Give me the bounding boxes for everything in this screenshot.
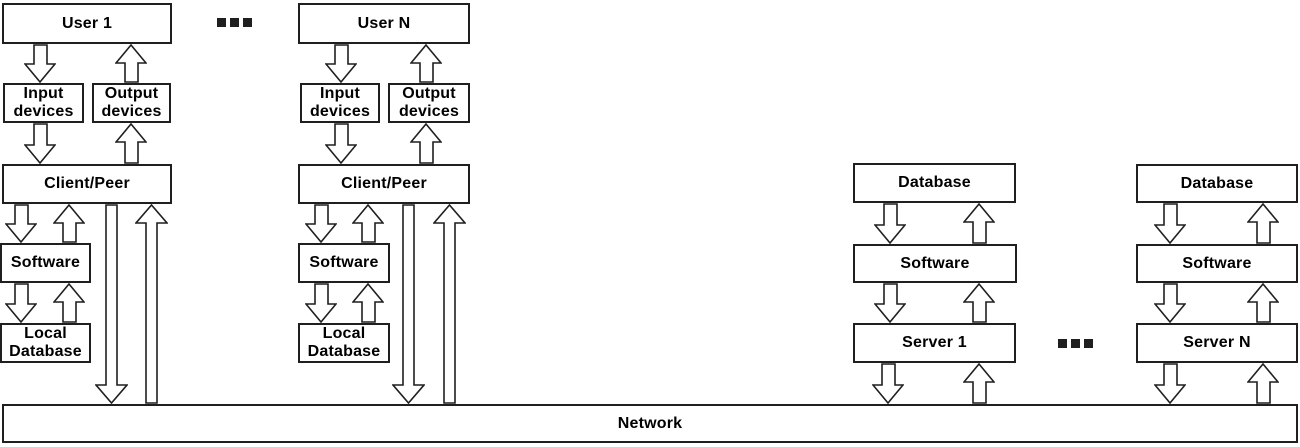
arrow-client-to-network-icon [95, 204, 128, 404]
arrow-user-to-input-icon [325, 44, 357, 83]
arrow-client-to-output-icon [410, 123, 442, 164]
arrow-network-to-client-icon [433, 204, 466, 404]
software-box: Software [0, 243, 91, 283]
arrow-server-to-network-icon [1154, 363, 1186, 404]
arrow-output-to-user-icon [410, 44, 442, 83]
user-box: User 1 [2, 3, 172, 44]
arrow-client-to-software-icon [5, 204, 37, 243]
arrow-user-to-input-icon [24, 44, 56, 83]
arrow-client-to-output-icon [115, 123, 147, 164]
arrow-network-to-server-icon [963, 363, 995, 404]
arrow-client-to-software-icon [305, 204, 337, 243]
arrow-software-to-localdb-icon [305, 283, 337, 323]
arrow-server-to-software-icon [1247, 283, 1279, 323]
arrow-database-to-software-icon [874, 203, 906, 244]
arrow-localdb-to-software-icon [53, 283, 85, 323]
input-devices-box: Input devices [300, 83, 380, 123]
arrow-network-to-server-icon [1247, 363, 1279, 404]
arrow-server-to-network-icon [872, 363, 904, 404]
local-database-box: Local Database [298, 323, 390, 363]
arrow-software-to-localdb-icon [5, 283, 37, 323]
software-box: Software [853, 244, 1017, 283]
input-devices-box: Input devices [3, 83, 84, 123]
network-box: Network [2, 404, 1298, 443]
server-box: Server 1 [853, 323, 1016, 363]
ellipsis-icon [1058, 339, 1093, 348]
arrow-input-to-client-icon [325, 123, 357, 164]
output-devices-box: Output devices [92, 83, 171, 123]
software-box: Software [1136, 244, 1298, 283]
arrow-input-to-client-icon [24, 123, 56, 164]
arrow-localdb-to-software-icon [352, 283, 384, 323]
database-box: Database [1136, 164, 1298, 203]
arrow-software-to-client-icon [352, 204, 384, 243]
database-box: Database [853, 163, 1016, 203]
arrow-software-to-client-icon [53, 204, 85, 243]
software-box: Software [298, 243, 390, 283]
client-peer-box: Client/Peer [2, 164, 172, 204]
arrow-network-to-client-icon [135, 204, 168, 404]
output-devices-box: Output devices [388, 83, 470, 123]
arrow-client-to-network-icon [392, 204, 425, 404]
arrow-software-to-server-icon [874, 283, 906, 323]
local-database-box: Local Database [0, 323, 91, 363]
arrow-software-to-database-icon [1247, 203, 1279, 244]
user-box: User N [298, 3, 470, 44]
client-peer-box: Client/Peer [298, 164, 470, 204]
ellipsis-icon [217, 18, 252, 27]
arrow-output-to-user-icon [115, 44, 147, 83]
arrow-software-to-server-icon [1154, 283, 1186, 323]
arrow-software-to-database-icon [963, 203, 995, 244]
arrow-server-to-software-icon [963, 283, 995, 323]
arrow-database-to-software-icon [1154, 203, 1186, 244]
server-box: Server N [1136, 323, 1298, 363]
